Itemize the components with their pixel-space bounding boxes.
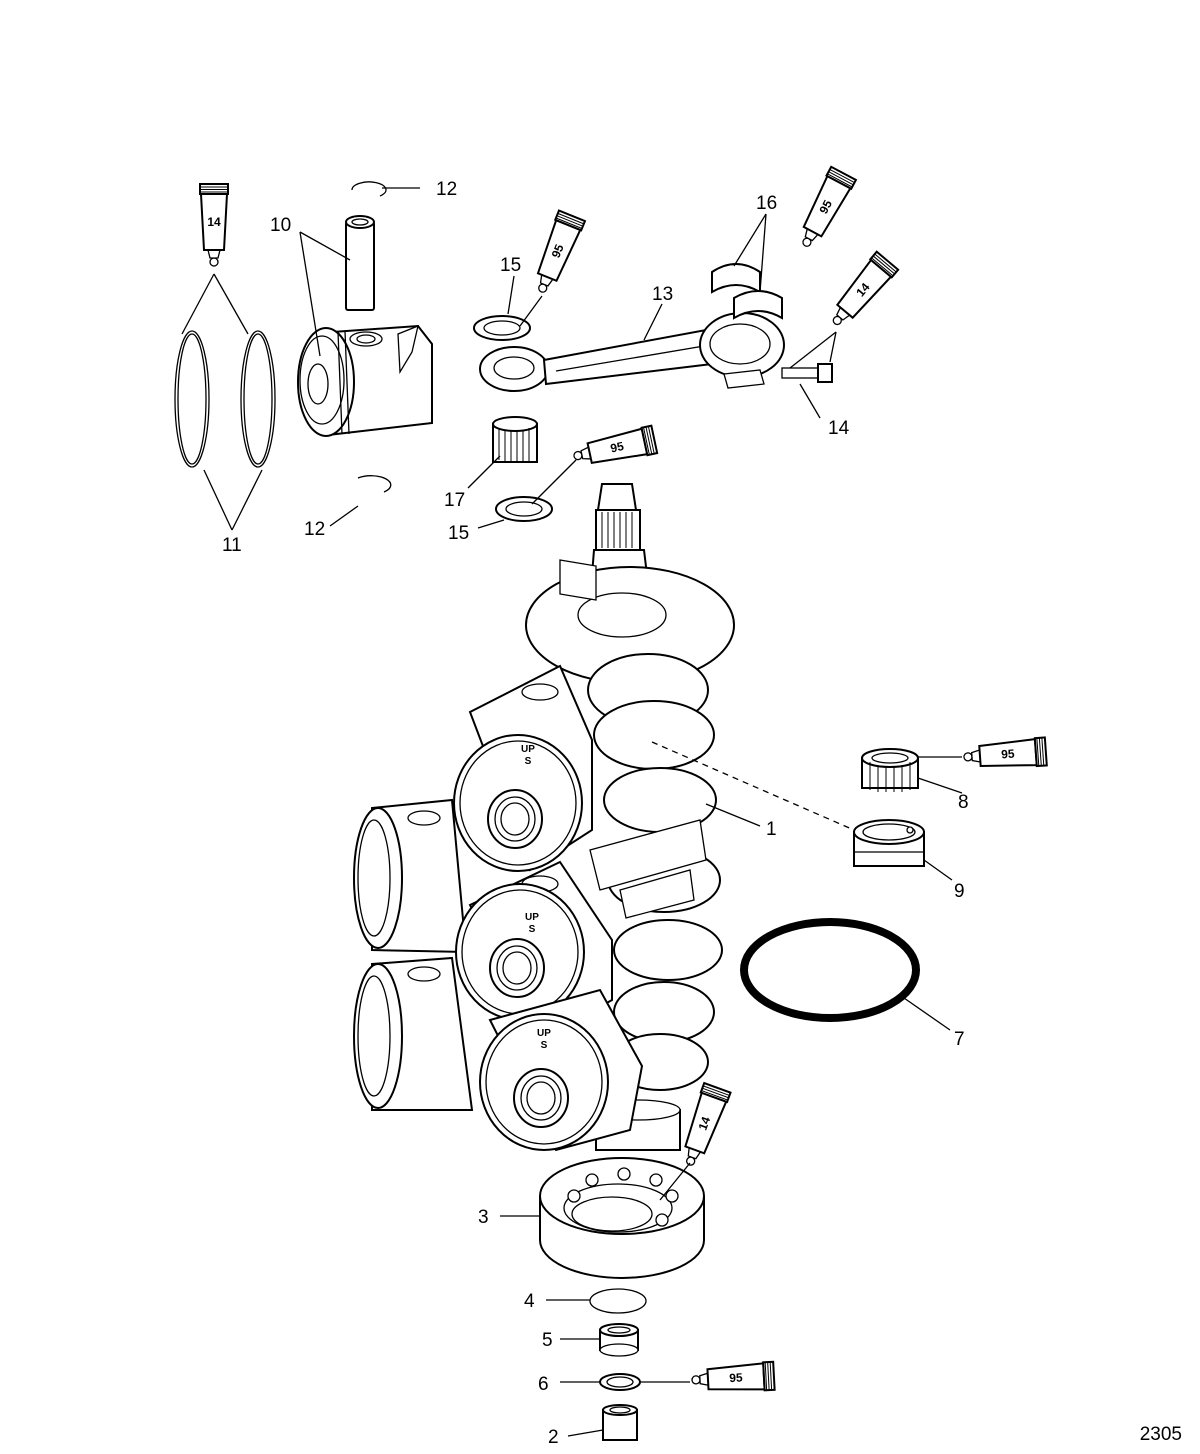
svg-text:95: 95 [1001,747,1016,762]
piston-front-1: UP S [453,664,593,872]
svg-text:95: 95 [609,439,625,456]
thrust-washer-lower [495,496,553,522]
lubricant-tube-3: 95 [791,165,857,254]
wrist-pin [345,215,375,311]
lubricant-tube-8: 95 [690,1360,776,1396]
rod-bearing-halves [711,263,783,320]
callout-9: 9 [954,881,965,902]
callout-7: 7 [954,1029,965,1050]
lubricant-tube-1: 14 [199,183,229,267]
callout-15: 15 [500,255,521,276]
lubricant-tube-6: 95 [962,736,1048,773]
callout-2: 2 [548,1427,559,1448]
callout-6: 6 [538,1374,549,1395]
callout-13: 13 [652,284,673,305]
svg-text:14: 14 [207,215,221,229]
seal-6 [599,1373,641,1391]
figure-number: 2305 [1139,1424,1182,1445]
svg-text:95: 95 [816,197,835,216]
ball-bearing [539,1157,705,1279]
lubricant-tube-2: 95 [527,209,586,299]
seal-5 [599,1323,639,1357]
piston-stamp-up: UP [537,1028,551,1039]
thrust-washer-upper [473,315,531,341]
lubricant-tube-7: 14 [675,1082,732,1171]
callout-14: 14 [828,418,850,439]
piston-side-upper [353,798,468,954]
svg-text:95: 95 [729,1370,743,1385]
callout-3: 3 [478,1207,489,1228]
callout-8: 8 [958,792,969,813]
lubricant-tube-4: 14 [822,250,900,334]
leader-lines [181,187,963,1437]
callout-5: 5 [542,1330,553,1351]
callout-4: 4 [524,1291,535,1312]
lubricant-tube-5: 95 [570,424,659,472]
rod-bolt [781,363,833,383]
callout-labels: 12 10 11 12 15 13 16 14 17 15 1 8 9 7 3 … [222,179,969,1448]
callout-1: 1 [766,819,777,840]
svg-text:14: 14 [696,1115,714,1133]
bushing-2 [602,1404,638,1441]
callout-15: 15 [448,523,469,544]
piston-ring-pair [174,330,276,468]
bearing-sleeve-9 [853,819,925,867]
callout-11: 11 [222,535,242,556]
piston-exploded [297,324,433,437]
piston-front-3: UP S [479,988,644,1152]
svg-text:95: 95 [549,242,567,260]
needle-bearing-small [492,416,538,463]
callout-12: 12 [436,179,457,200]
callout-17: 17 [444,490,465,511]
piston-stamp-up: UP [525,912,539,923]
piston-stamp-up: UP [521,744,535,755]
callout-12: 12 [304,519,325,540]
piston-stamp-s: S [541,1040,548,1051]
piston-side-lower [353,956,474,1111]
connecting-rod [479,312,785,392]
needle-bearing-8 [861,748,919,792]
piston-stamp-s: S [529,924,536,935]
piston-stamp-s: S [525,756,532,767]
o-ring-seal [740,918,920,1022]
snap-ring-4 [589,1288,647,1314]
retaining-clips [351,181,392,493]
callout-10: 10 [270,215,291,236]
callout-16: 16 [756,193,777,214]
